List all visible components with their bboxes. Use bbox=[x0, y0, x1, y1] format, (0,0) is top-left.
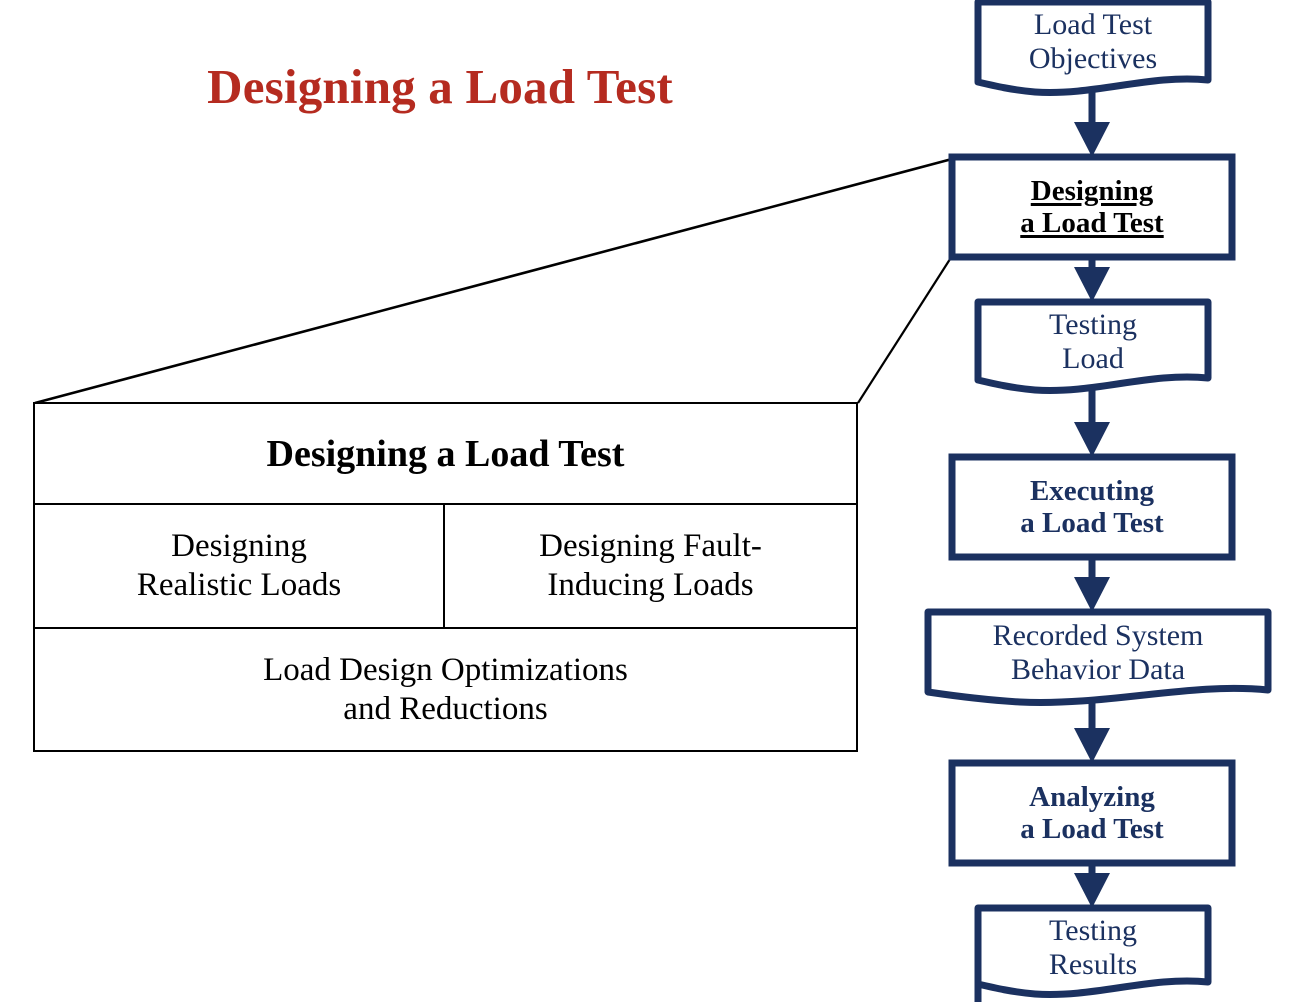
shape-load-test-objectives[interactable] bbox=[974, 0, 1212, 96]
shape-designing-a-load-test[interactable] bbox=[948, 153, 1236, 261]
callout-line-lower bbox=[857, 255, 953, 404]
shape-testing-load[interactable] bbox=[974, 298, 1212, 394]
detail-cell-line: Designing Fault- bbox=[539, 528, 762, 565]
detail-table-header: Designing a Load Test bbox=[35, 404, 856, 505]
detail-cell-line: Load Design Optimizations bbox=[263, 651, 628, 688]
detail-cell-line: Inducing Loads bbox=[547, 567, 754, 603]
detail-cell-load-design-optimizations-and-reductions[interactable]: Load Design Optimizations and Reductions bbox=[35, 629, 856, 750]
arrow-analyzing-to-testing-results bbox=[1074, 863, 1110, 908]
detail-cell-designing-realistic-loads[interactable]: Designing Realistic Loads bbox=[35, 505, 445, 627]
detail-cell-designing-fault-inducing-loads[interactable]: Designing Fault- Inducing Loads bbox=[445, 505, 856, 627]
detail-cell-line: Realistic Loads bbox=[136, 567, 342, 603]
callout-line-upper bbox=[34, 157, 953, 405]
shape-executing-a-load-test[interactable] bbox=[948, 453, 1236, 561]
shape-recorded-system-behavior-data[interactable] bbox=[924, 608, 1272, 706]
detail-table-row: Designing Realistic Loads Designing Faul… bbox=[35, 505, 856, 629]
detail-callout-table: Designing a Load Test Designing Realisti… bbox=[33, 402, 858, 752]
shape-analyzing-a-load-test[interactable] bbox=[948, 759, 1236, 867]
shape-testing-results[interactable] bbox=[974, 904, 1212, 1002]
detail-cell-line: and Reductions bbox=[343, 690, 548, 727]
arrow-testing-load-to-executing bbox=[1074, 386, 1110, 457]
arrow-designing-to-testing-load bbox=[1074, 257, 1110, 302]
arrow-objectives-to-designing bbox=[1074, 88, 1110, 157]
arrow-executing-to-recorded-data bbox=[1074, 557, 1110, 612]
arrow-recorded-data-to-analyzing bbox=[1074, 699, 1110, 763]
page-title: Designing a Load Test bbox=[207, 59, 673, 114]
detail-cell-line: Designing bbox=[171, 528, 307, 565]
